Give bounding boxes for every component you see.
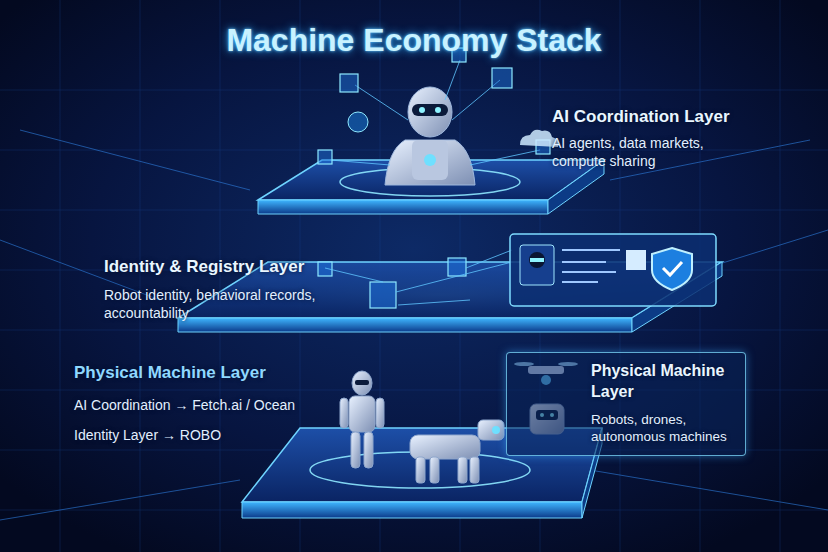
physical-layer: Physical Machine Layer AI Coordination → … bbox=[74, 362, 336, 444]
identity-layer: Identity & Registry LayerRobot identity,… bbox=[104, 256, 374, 322]
layer-description: Robot identity, behavioral records, acco… bbox=[104, 286, 354, 322]
layer-description: AI Coordination → Fetch.ai / Ocean bbox=[74, 396, 336, 414]
layer-description: AI agents, data markets, compute sharing bbox=[552, 134, 752, 170]
layer-heading: Physical Machine Layer bbox=[591, 361, 737, 403]
layer-heading: AI Coordination Layer bbox=[552, 106, 792, 128]
layer-heading: Identity & Registry Layer bbox=[104, 256, 364, 278]
layer-description: Robots, drones, autonomous machines bbox=[591, 411, 737, 446]
diagram-title: Machine Economy Stack bbox=[0, 22, 828, 59]
layer-description: Identity Layer → ROBO bbox=[74, 426, 336, 444]
coordination-layer: AI Coordination Layer AI agents, data mar… bbox=[552, 106, 802, 170]
machine-panel: Physical Machine LayerRobots, drones, au… bbox=[506, 352, 746, 456]
layer-heading: Physical Machine Layer bbox=[74, 362, 336, 384]
